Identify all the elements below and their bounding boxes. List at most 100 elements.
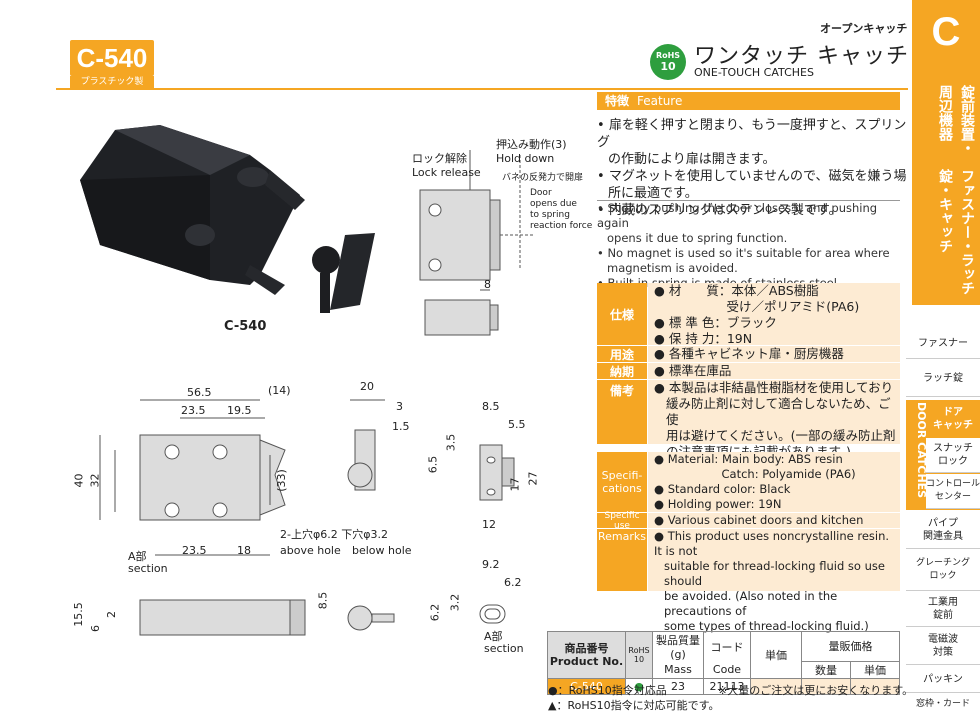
nav-item-door-catch-label[interactable]: ドア キャッチ [933, 407, 973, 431]
cell-product: C-540 [547, 677, 626, 695]
spec-label: 仕様 [597, 283, 647, 345]
dim-23-5: 23.5 [181, 404, 206, 417]
nav-item-industrial-lock[interactable]: 工業用 錠前 [906, 592, 980, 627]
spec-en-line-4: ● Holding power: 19N [654, 497, 782, 511]
feature-en-2: • No magnet is used so it's suitable for… [597, 246, 890, 260]
table-row: C-540 ● 23 21113 [547, 677, 900, 695]
nav-item-grating-lock[interactable]: グレーチング ロック [906, 550, 980, 591]
dim-6: 6 [89, 625, 102, 632]
spec-en-line-2: Catch: Polyamide (PA6) [664, 467, 856, 481]
remarks-line-3: 用は避けてください。(一部の緩み防止剤 [666, 428, 896, 443]
lock-release-jp: ロック解除 [412, 152, 467, 165]
cell-qty [801, 677, 851, 695]
th-price: 単価 [750, 631, 802, 679]
nav-item-fastener[interactable]: ファスナー [906, 328, 980, 359]
dim-56-5: 56.5 [187, 386, 212, 399]
dim-33: (33) [274, 469, 288, 492]
product-photo [80, 125, 375, 313]
spec-body: ● 材 質：本体／ABS樹脂 受け／ポリアミド(PA6) ● 標 準 色：ブラッ… [648, 283, 900, 346]
dim-6-5: 6.5 [426, 455, 440, 474]
nav-item-window[interactable]: 窓枠・カード [915, 698, 970, 709]
dim-3-5: 3.5 [444, 433, 458, 452]
footnote-rohs-possible: ▲：RoHS10指令に対応可能です。 [548, 699, 720, 712]
dim-3: 3 [396, 400, 403, 413]
section-vertical-line-2: 錠前装置・周辺機器 [937, 85, 975, 155]
feature-jp-2: • マグネットを使用していませんので、磁気を嫌う場 [597, 169, 907, 184]
nav-item-snatch-lock[interactable]: スナッチ ロック [926, 438, 980, 473]
dim-8: 8 [484, 278, 491, 291]
feature-label-jp: 特徴 [605, 94, 630, 108]
nav-item-emi[interactable]: 電磁波 対策 [906, 628, 980, 665]
nav-item-pipe[interactable]: パイプ 関連金具 [906, 512, 980, 549]
spring-note-jp: バネの反発力で開扉 [502, 173, 584, 183]
product-material-note: プラスチック製 [70, 76, 154, 88]
remarks-line-2: 緩み防止剤に対して適合しないため、ご使 [666, 396, 891, 427]
feature-jp-3: • 内蔵のスプリングはステンレス製です。 [597, 203, 842, 218]
footnote-rohs-ok: ●：RoHS10指令対応品 [548, 684, 667, 697]
nav-item-control-center[interactable]: コントロール センター [926, 474, 980, 509]
door-note-en: Door opens due to spring reaction force [530, 188, 593, 231]
dim-32: 32 [88, 473, 102, 488]
push-jp: 押込み動作(3) [496, 138, 567, 151]
dim-5-5: 5.5 [508, 418, 526, 431]
cell-price [750, 677, 802, 695]
use-label: 用途 [597, 346, 647, 362]
dim-12: 12 [482, 518, 496, 531]
operation-diagram [419, 150, 535, 336]
section-vertical-line-1: ファスナー・ラッチ錠・キャッチ [937, 168, 975, 295]
lock-release-en: Lock release [412, 166, 481, 179]
footnote-bulk: ※大量のご注文は更にお安くなります。 [718, 684, 914, 697]
th-mass-jp: 製品質量(g) [652, 631, 704, 661]
a-section-detail-en: section [484, 642, 524, 655]
th-bulk: 量販価格 [801, 631, 900, 662]
page-title-en: ONE-TOUCH CATCHES [694, 66, 814, 79]
delivery-body: ● 標準在庫品 [648, 363, 900, 379]
spec-en-line-3: ● Standard color: Black [654, 482, 791, 496]
dim-8-5: 8.5 [482, 400, 500, 413]
nav-item-packing[interactable]: パッキン [906, 666, 980, 693]
category-small: オープンキャッチ [820, 22, 908, 35]
dim-14: (14) [268, 384, 291, 397]
spec-en-remarks-label: Remarks [597, 529, 647, 591]
spec-en-remarks-3: be avoided. (Also noted in the precautio… [664, 589, 838, 618]
below-hole: below hole [352, 544, 412, 557]
dim-6-2-vert: 6.2 [428, 603, 442, 622]
technical-drawing [99, 399, 515, 636]
delivery-label: 納期 [597, 363, 647, 379]
spec-en-remarks-4: some types of thread-locking fluid.) [664, 619, 869, 633]
feature-en-2b: magnetism is avoided. [607, 261, 738, 275]
spec-en-line-1: ● Material: Main body: ABS resin [654, 452, 843, 466]
dim-1-5: 1.5 [392, 420, 410, 433]
a-section-en: section [128, 562, 168, 575]
spec-en-use: ● Various cabinet doors and kitchen equi… [648, 513, 900, 542]
dim-9-2: 9.2 [482, 558, 500, 571]
page-title: ワンタッチ キャッチ [694, 44, 909, 69]
nav-item-latch[interactable]: ラッチ錠 [906, 360, 980, 397]
spec-en-body: ● Material: Main body: ABS resin Catch: … [648, 452, 900, 512]
spec-en-label: Specifi- cations [597, 452, 647, 512]
feature-jp-1b: の作動により扉は開きます。 [608, 152, 776, 167]
above-hole: above hole [280, 544, 341, 557]
a-section-detail-jp: A部 [484, 630, 503, 643]
dim-23-5-bottom: 23.5 [182, 544, 207, 557]
feature-en-1b: opens it due to spring function. [607, 231, 788, 245]
hole-spec: 2-上穴φ6.2 下穴φ3.2 [280, 528, 388, 541]
feature-divider [597, 200, 900, 201]
product-code-badge: C-540 [70, 40, 154, 76]
dim-15-5: 15.5 [71, 602, 85, 627]
use-body: ● 各種キャビネット扉・厨房機器 [648, 346, 900, 362]
remarks-line-1: ● 本製品は非結晶性樹脂材を使用しており [654, 380, 894, 395]
dim-17: 17 [508, 477, 522, 492]
section-tab [912, 0, 980, 305]
header-rule [56, 88, 908, 90]
th-code-en: Code [703, 661, 751, 679]
dim-2: 2 [105, 611, 118, 618]
dim-8-5-bottom: 8.5 [316, 591, 330, 610]
rohs-text: RoHS [655, 51, 681, 60]
feature-jp-1: • 扉を軽く押すと閉まり、もう一度押すと、スプリング [597, 118, 907, 150]
spec-line-4: ● 保 持 力：19N [654, 331, 753, 346]
